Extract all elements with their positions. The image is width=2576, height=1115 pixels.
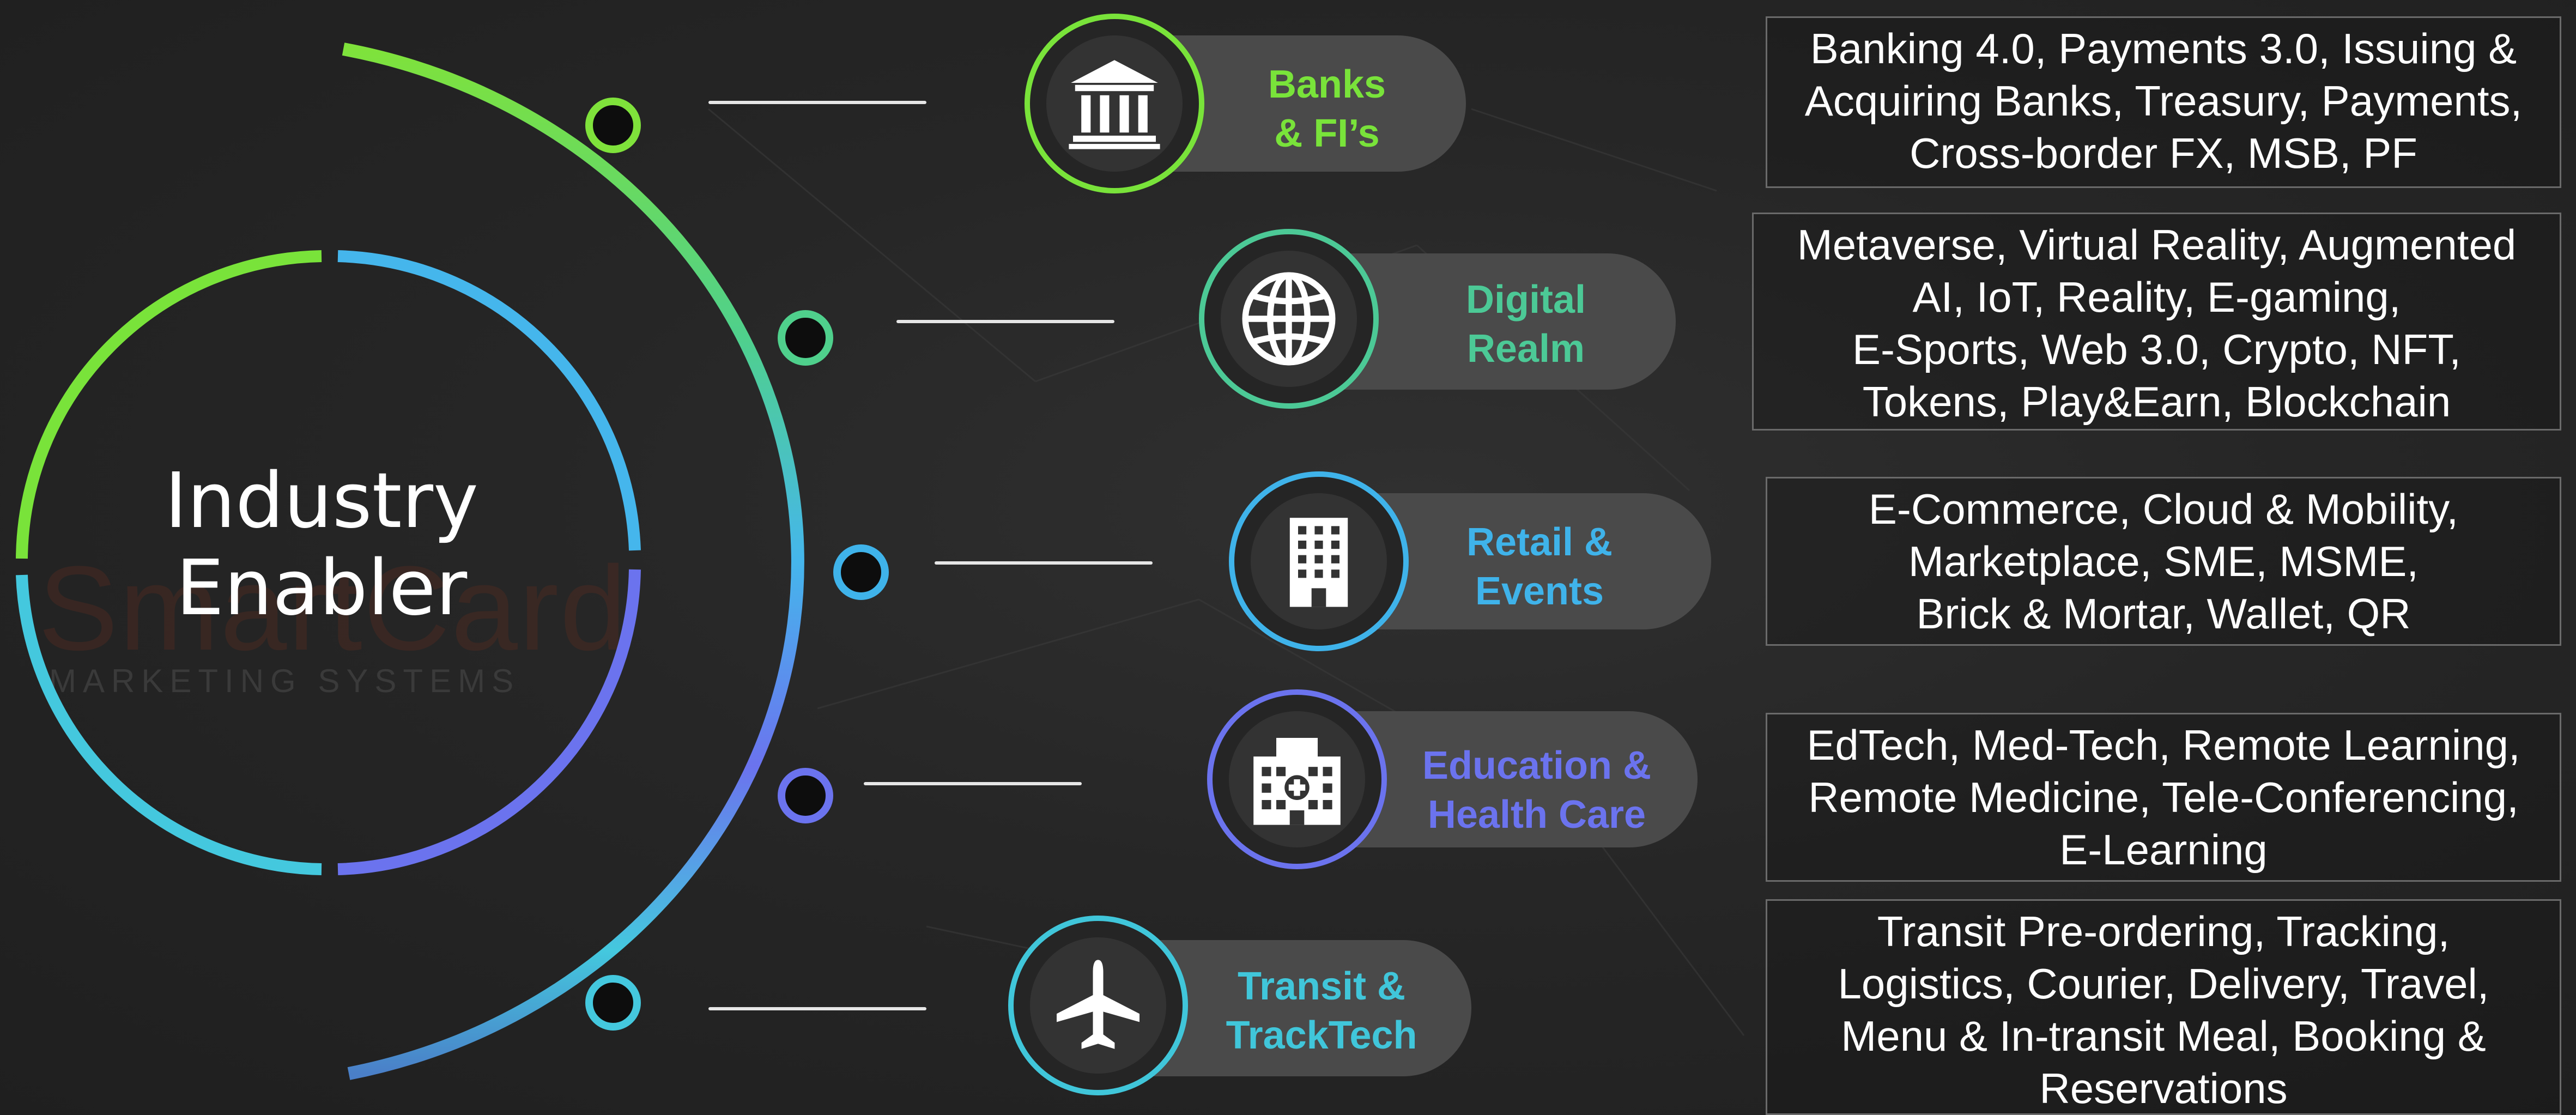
node-education [778, 768, 833, 823]
category-icon-ring-banks [1025, 14, 1204, 193]
watermark-logo-text: SmartCard [38, 541, 628, 675]
circle-segment-cyan [16, 574, 322, 875]
center-title-line2: Enabler [175, 544, 468, 633]
connector-line-digital [896, 320, 1114, 323]
description-line: E-Learning [2059, 826, 2268, 874]
category-label-line1: Banks [1268, 63, 1386, 106]
description-line: Banking 4.0, Payments 3.0, Issuing & [1810, 25, 2517, 72]
hospital-icon [1253, 738, 1341, 825]
description-line: E-Commerce, Cloud & Mobility, [1868, 485, 2459, 533]
category-label-line2: Realm [1466, 327, 1585, 371]
description-line: Cross-border FX, MSB, PF [1910, 129, 2417, 177]
node-retail [833, 544, 889, 600]
category-label-transit: Transit & TrackTech [1199, 962, 1444, 1060]
node-digital [778, 310, 833, 366]
description-line: E-Sports, Web 3.0, Crypto, NFT, [1852, 325, 2461, 373]
description-line: Reservations [2039, 1064, 2288, 1112]
category-icon-ring-retail [1229, 471, 1409, 651]
connector-line-banks [708, 101, 926, 104]
category-label-line1: Education & [1422, 744, 1651, 787]
connector-line-retail [935, 561, 1153, 565]
circle-segment-green [16, 250, 322, 559]
category-label-education: Education & Health Care [1414, 741, 1659, 839]
description-line: Menu & In-transit Meal, Booking & [1841, 1012, 2486, 1060]
category-label-line1: Retail & [1466, 520, 1613, 564]
description-line: Logistics, Courier, Delivery, Travel, [1838, 960, 2489, 1008]
node-banks [585, 98, 641, 153]
building-icon [1289, 518, 1348, 607]
category-label-banks: Banks & FI’s [1204, 60, 1450, 158]
category-label-line2: & FI’s [1274, 112, 1380, 155]
category-icon-ring-transit [1008, 916, 1188, 1095]
description-line: Brick & Mortar, Wallet, QR [1916, 590, 2411, 638]
category-label-line1: Transit & [1237, 965, 1406, 1008]
category-icon-ring-education [1207, 689, 1387, 869]
description-line: Transit Pre-ordering, Tracking, [1877, 907, 2450, 955]
description-line: Marketplace, SME, MSME, [1908, 537, 2419, 585]
arc-nodes [585, 98, 889, 1031]
node-transit [585, 975, 641, 1031]
description-box-banks: Banking 4.0, Payments 3.0, Issuing & Acq… [1766, 16, 2561, 188]
category-label-digital: Digital Realm [1403, 275, 1648, 373]
description-line: AI, IoT, Reality, E-gaming, [1912, 273, 2401, 321]
category-label-line2: TrackTech [1226, 1014, 1417, 1057]
center-title-line1: Industry [165, 457, 478, 546]
bank-icon [1069, 60, 1160, 149]
connector-arc [342, 43, 804, 1080]
center-title: Industry Enabler [76, 458, 567, 632]
category-label-line1: Digital [1465, 278, 1586, 322]
enabler-circle [16, 250, 641, 875]
circle-segment-blue [337, 250, 641, 551]
watermark-logo-subtitle: MARKETING SYSTEMS [49, 663, 520, 699]
description-line: EdTech, Med-Tech, Remote Learning, [1807, 721, 2520, 769]
category-label-retail: Retail & Events [1417, 518, 1662, 616]
category-icon-ring-digital [1199, 229, 1379, 409]
description-line: Acquiring Banks, Treasury, Payments, [1804, 77, 2523, 125]
description-box-education: EdTech, Med-Tech, Remote Learning, Remot… [1766, 713, 2561, 882]
description-line: Metaverse, Virtual Reality, Augmented [1797, 221, 2517, 269]
description-line: Remote Medicine, Tele-Conferencing, [1808, 773, 2519, 821]
description-box-transit: Transit Pre-ordering, Tracking, Logistic… [1766, 899, 2561, 1115]
globe-icon [1242, 272, 1336, 366]
description-box-retail: E-Commerce, Cloud & Mobility, Marketplac… [1766, 477, 2561, 646]
category-label-line2: Health Care [1427, 793, 1646, 837]
category-label-line2: Events [1475, 569, 1604, 613]
connector-line-education [864, 782, 1082, 785]
description-box-digital: Metaverse, Virtual Reality, Augmented AI… [1752, 213, 2561, 431]
connector-line-transit [708, 1007, 926, 1010]
airplane-icon [1057, 960, 1139, 1049]
description-line: Tokens, Play&Earn, Blockchain [1862, 378, 2451, 426]
circle-segment-purple [337, 569, 641, 875]
